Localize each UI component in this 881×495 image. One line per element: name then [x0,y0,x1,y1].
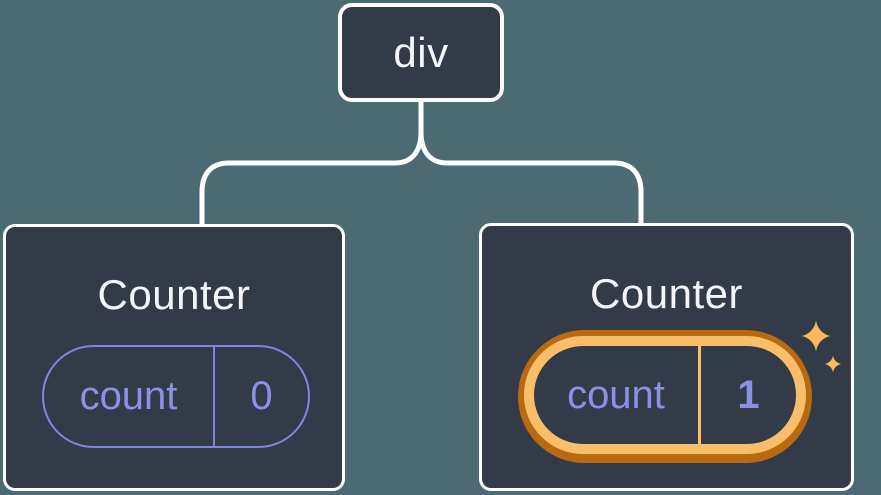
state-badge-divider [213,347,215,446]
connector-right-branch [418,100,644,227]
state-value: 1 [737,372,760,417]
state-key-label: count [567,372,665,417]
state-badge-highlight-ring: count 1 [524,336,806,454]
counter-node-left: Counter count 0 [3,224,345,491]
component-title: Counter [590,270,743,317]
root-node-label: div [393,28,449,76]
counter-node-right: Counter count 1 [479,223,854,491]
component-title: Counter [97,271,251,318]
state-badge: count 1 [534,346,796,444]
state-key-label: count [79,374,178,418]
connector-left-branch [199,100,424,227]
state-value: 0 [250,374,273,418]
state-badge-divider [698,346,701,444]
root-node-div: div [338,3,504,102]
state-badge: count 0 [42,345,310,448]
state-badge-highlighted: count 1 [518,330,812,463]
